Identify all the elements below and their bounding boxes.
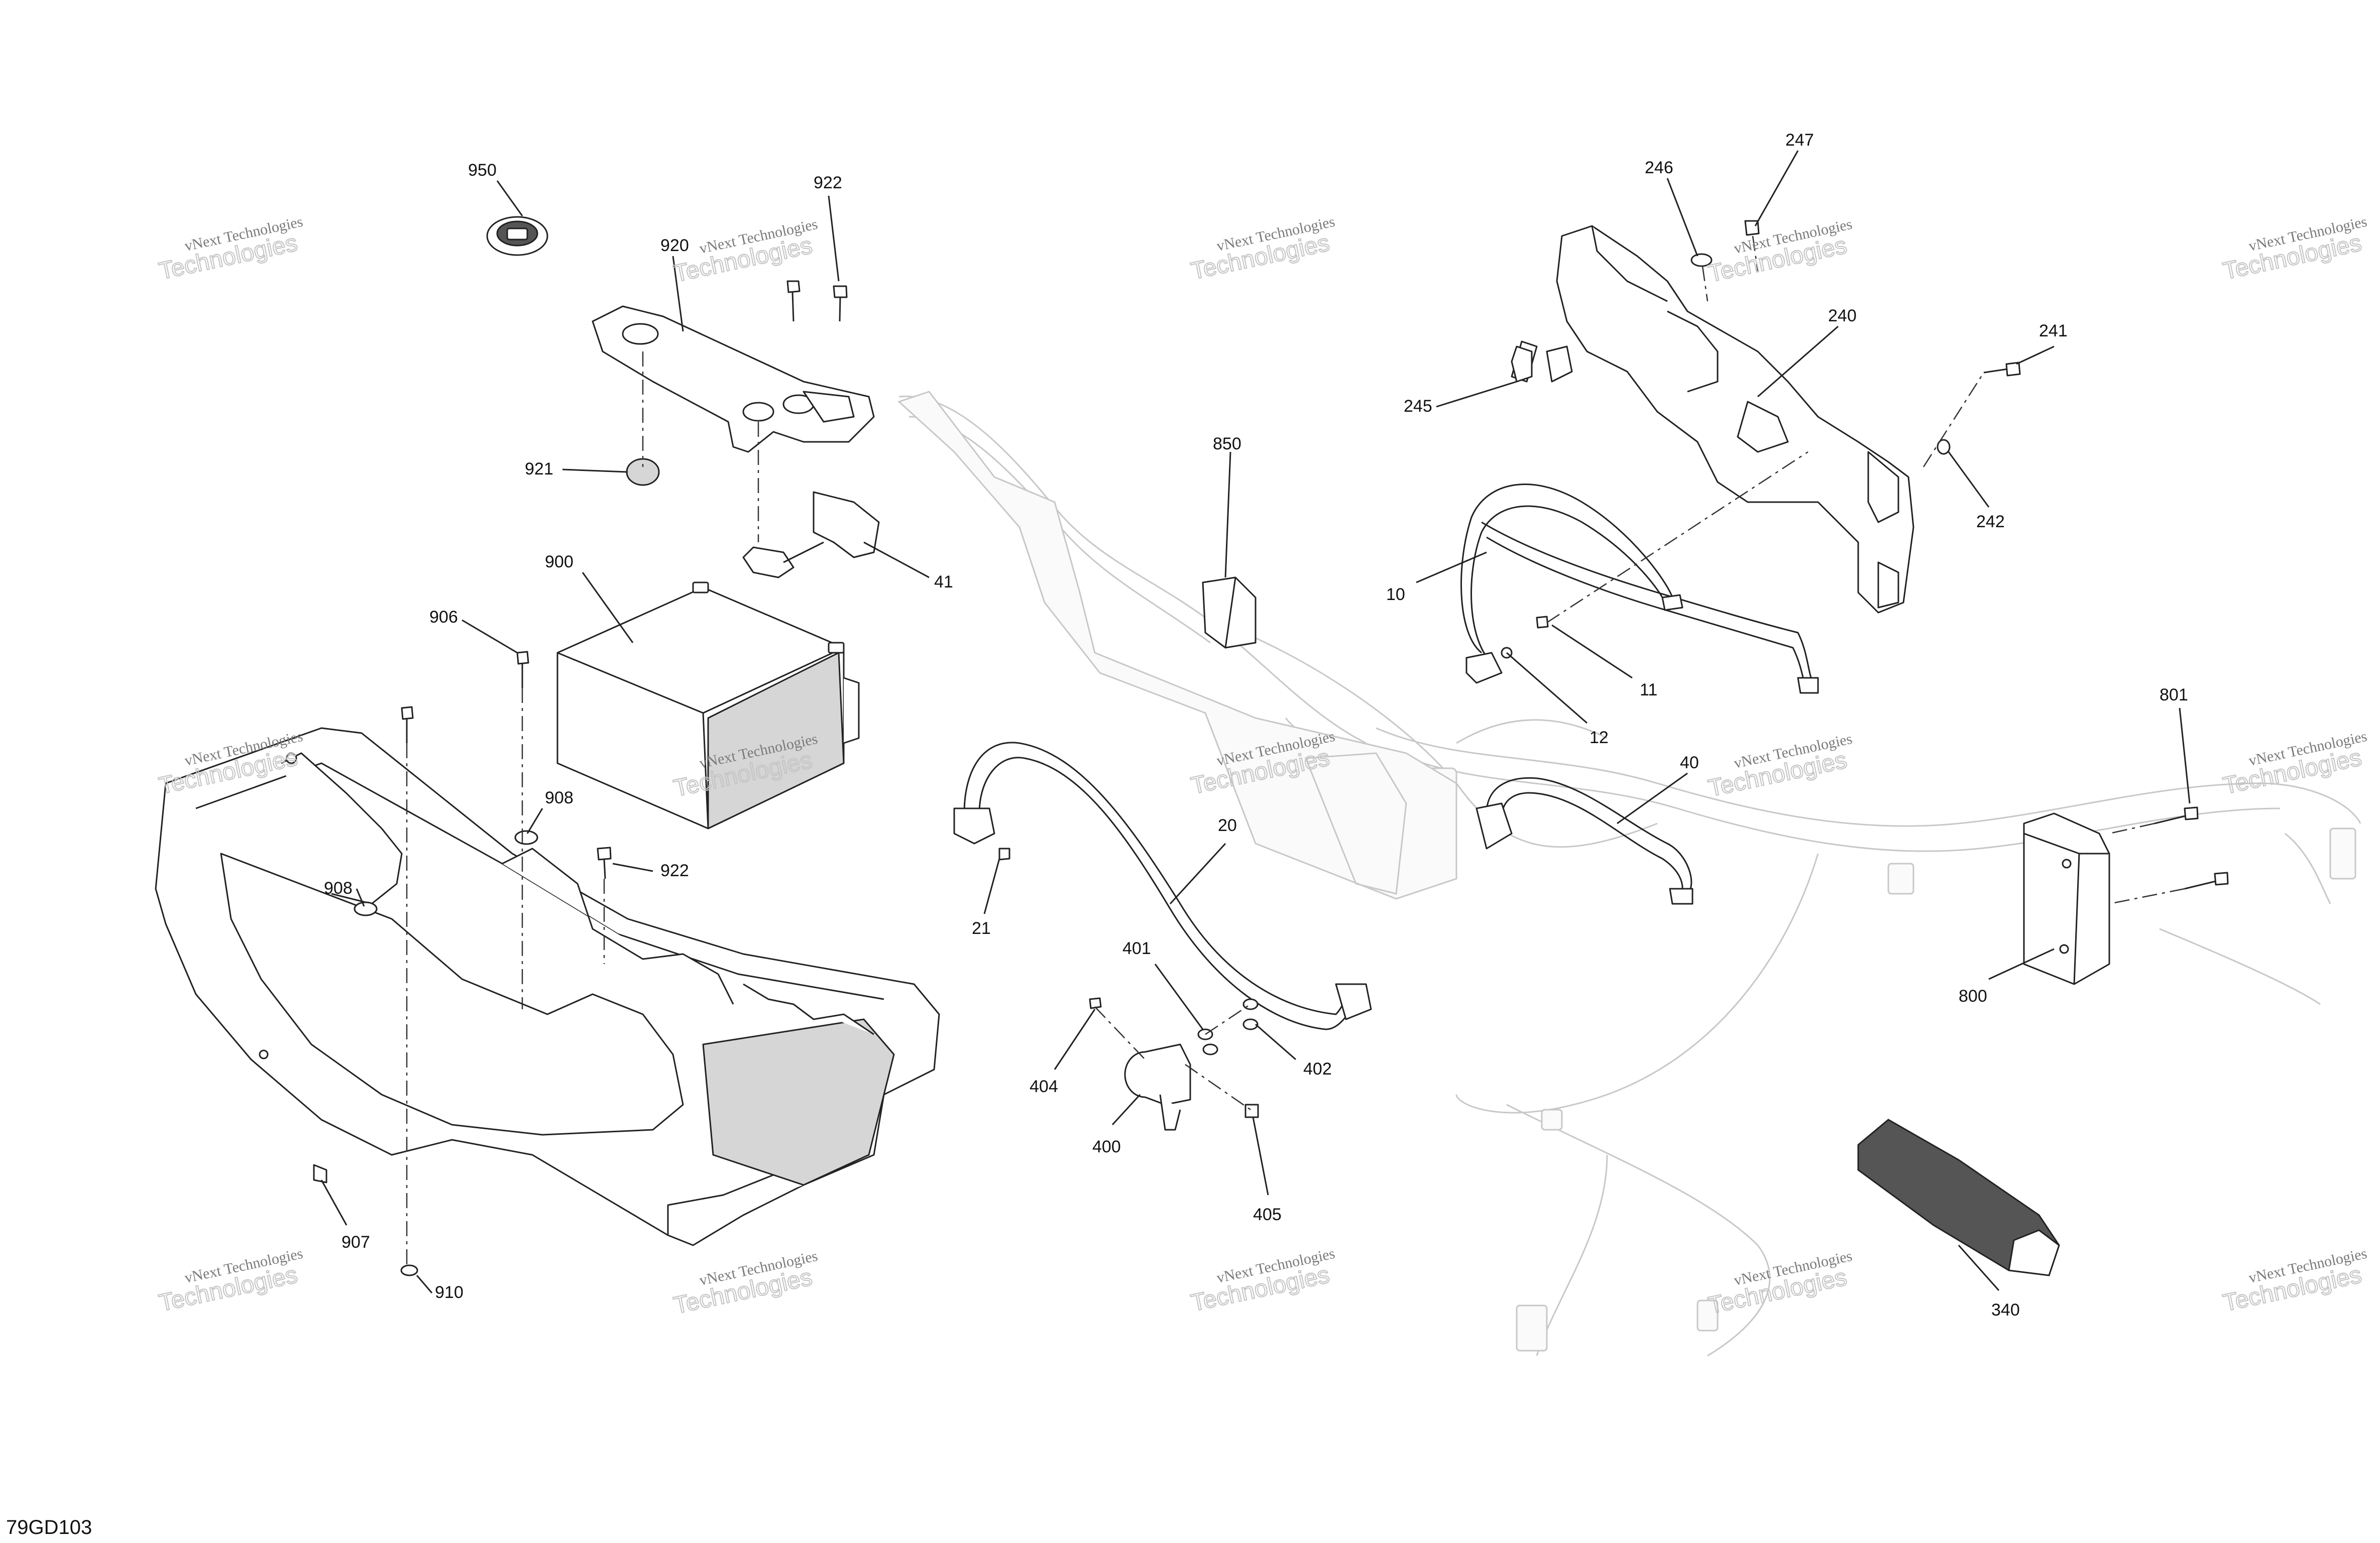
- callout-920: 920: [660, 236, 689, 255]
- starter-solenoid: [1089, 997, 1259, 1131]
- wiring-harness-10: [1460, 451, 1819, 694]
- callout-240: 240: [1828, 306, 1857, 325]
- mounting-clip: [1511, 345, 1533, 383]
- callout-340: 340: [1991, 1300, 2020, 1320]
- battery-cable-20: [953, 742, 1372, 1030]
- callout-906: 906: [429, 608, 458, 627]
- callout-908: 908: [324, 879, 353, 898]
- battery: [556, 581, 860, 829]
- assembly-lines-left: [406, 351, 759, 1265]
- callout-950: 950: [468, 161, 497, 180]
- callout-12: 12: [1590, 728, 1609, 747]
- callout-41: 41: [934, 572, 953, 591]
- callout-245: 245: [1404, 397, 1432, 416]
- battery-tray: [155, 727, 940, 1246]
- callout-11: 11: [1640, 680, 1657, 699]
- callout-907: 907: [342, 1233, 370, 1252]
- battery-cable-40: [1476, 777, 1693, 905]
- callout-801: 801: [2160, 685, 2188, 704]
- callout-922: 922: [660, 861, 689, 880]
- fastener-bolts: [313, 280, 880, 1276]
- watermarks: vNext Technologies Technologies vNext Te…: [156, 213, 2368, 1320]
- callout-242: 242: [1976, 512, 2005, 531]
- callout-405: 405: [1253, 1205, 1282, 1224]
- relay-bracket: [1511, 225, 1914, 614]
- connector: [1202, 576, 1257, 649]
- callout-850: 850: [1213, 434, 1241, 453]
- callout-910: 910: [435, 1283, 464, 1302]
- callout-241: 241: [2039, 321, 2068, 340]
- frame-ghost: [897, 391, 1457, 900]
- corrugated-boot: [1857, 1119, 2060, 1276]
- callout-401: 401: [1122, 939, 1151, 958]
- callout-908: 908: [545, 788, 574, 807]
- callout-21: 21: [972, 919, 991, 938]
- callout-402: 402: [1303, 1059, 1332, 1079]
- callout-40: 40: [1680, 753, 1699, 772]
- callout-922: 922: [814, 173, 842, 192]
- callout-20: 20: [1218, 816, 1237, 835]
- callout-921: 921: [525, 459, 553, 479]
- callout-400: 400: [1092, 1137, 1121, 1156]
- battery-hold-down-bracket: [592, 305, 875, 453]
- callout-900: 900: [545, 552, 574, 571]
- callout-800: 800: [1959, 987, 1987, 1006]
- callout-246: 246: [1645, 158, 1673, 177]
- callout-247: 247: [1785, 131, 1814, 150]
- diagram-code: 79GD103: [6, 1516, 92, 1538]
- callout-404: 404: [1030, 1077, 1058, 1096]
- control-module: [2023, 806, 2229, 985]
- power-outlet: [486, 216, 548, 256]
- leader-lines: [320, 150, 2191, 1293]
- callout-labels: 950 922 920 921 41 900 906 908 908 922 9…: [324, 131, 2188, 1320]
- callout-10: 10: [1386, 585, 1405, 604]
